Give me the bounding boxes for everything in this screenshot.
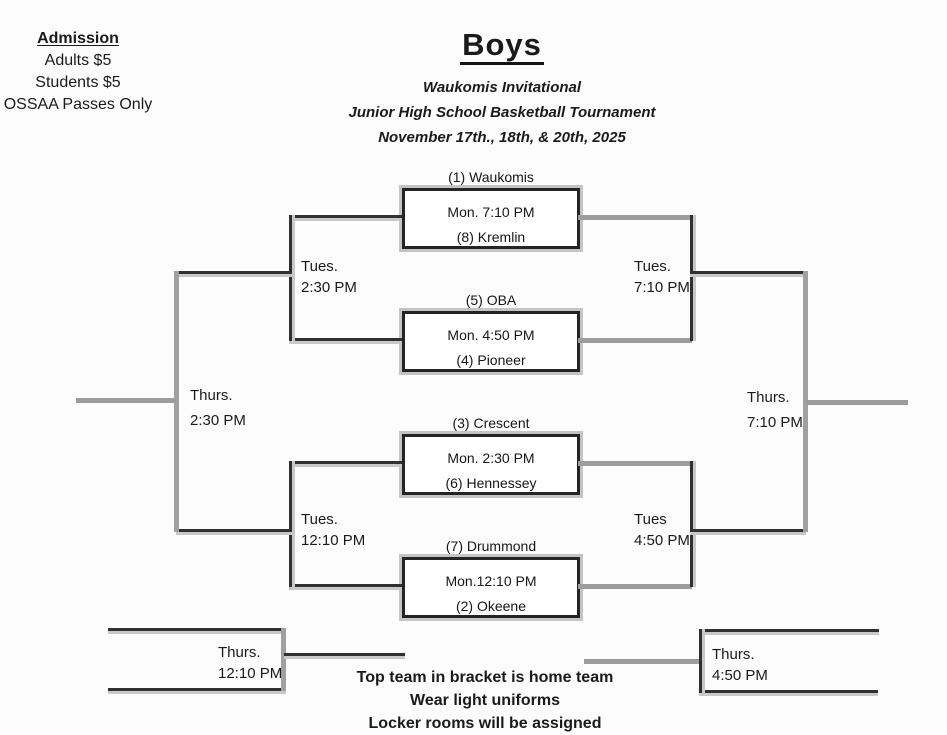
- matchup-game-2: (5) OBA Mon. 4:50 PM (4) Pioneer: [399, 292, 583, 375]
- admission-title: Admission: [37, 30, 119, 47]
- tournament-subtitle: Junior High School Basketball Tournament: [348, 104, 656, 121]
- bracket-line: [803, 271, 808, 532]
- round-label-right-lower-semi: Tues 4:50 PM: [634, 511, 690, 549]
- seed-bottom-label: (2) Okeene: [455, 598, 527, 614]
- bracket-line: [289, 215, 292, 341]
- seed-top-label: (1) Waukomis: [448, 169, 534, 185]
- bracket-line: [578, 461, 692, 466]
- admission-line: Students $5: [35, 74, 121, 91]
- seed-top-label: (3) Crescent: [452, 415, 530, 431]
- bracket-line: [578, 338, 692, 343]
- seed-bottom-label: (8) Kremlin: [456, 229, 526, 245]
- seed-bottom-label: (6) Hennessey: [445, 475, 537, 491]
- bracket-line: [699, 629, 702, 693]
- matchup-game-1: (1) Waukomis Mon. 7:10 PM (8) Kremlin: [399, 169, 583, 252]
- bracket-line: [289, 338, 402, 341]
- matchup-game-3: (3) Crescent Mon. 2:30 PM (6) Hennessey: [399, 415, 583, 498]
- round-label-right-final: Thurs. 7:10 PM: [747, 389, 803, 431]
- bracket-line: [289, 215, 402, 218]
- round-label-left-lower-semi: Tues. 12:10 PM: [301, 511, 366, 549]
- bracket-line: [281, 628, 286, 691]
- bracket-line: [699, 690, 878, 693]
- bracket-line: [174, 271, 179, 532]
- note-line: Top team in bracket is home team: [356, 669, 614, 686]
- game-time: Mon. 2:30 PM: [447, 450, 535, 466]
- bracket-line: [690, 461, 693, 587]
- bracket-line: [289, 584, 402, 587]
- bracket-line: [690, 529, 806, 532]
- bracket-line: [578, 584, 692, 589]
- bracket-line: [690, 215, 693, 341]
- tournament-dates: November 17th., 18th, & 20th, 2025: [378, 129, 626, 146]
- tournament-notes: Top team in bracket is home team Wear li…: [325, 666, 645, 735]
- matchup-game-4: (7) Drummond Mon.12:10 PM (2) Okeene: [399, 538, 583, 621]
- bracket-line: [578, 215, 692, 220]
- bracket-line: [699, 629, 879, 632]
- bracket-line: [690, 271, 806, 274]
- admission-line: OSSAA Passes Only: [3, 96, 153, 113]
- bracket-line: [584, 659, 699, 664]
- round-label-bottom-left-game: Thurs. 12:10 PM: [218, 644, 283, 682]
- seed-top-label: (7) Drummond: [445, 538, 537, 554]
- round-label-left-upper-semi: Tues. 2:30 PM: [301, 258, 357, 296]
- game-time: Mon. 7:10 PM: [447, 204, 535, 220]
- bracket-line: [176, 271, 292, 274]
- bracket-line: [289, 461, 402, 464]
- bracket-line: [108, 688, 286, 691]
- round-label-left-final: Thurs. 2:30 PM: [190, 387, 246, 429]
- bracket-line: [806, 400, 908, 405]
- tournament-name: Waukomis Invitational: [422, 79, 582, 96]
- note-line: Locker rooms will be assigned: [368, 715, 602, 732]
- bracket-line: [176, 529, 292, 532]
- tournament-header: Boys Waukomis Invitational Junior High S…: [332, 26, 672, 150]
- admission-line: Adults $5: [44, 52, 112, 69]
- page-title: Boys: [332, 26, 672, 65]
- seed-bottom-label: (4) Pioneer: [456, 352, 526, 368]
- admission-info: Admission Adults $5 Students $5 OSSAA Pa…: [2, 28, 154, 116]
- bracket-line: [284, 653, 405, 656]
- bracket-line: [76, 398, 176, 403]
- round-label-right-upper-semi: Tues. 7:10 PM: [634, 258, 690, 296]
- note-line: Wear light uniforms: [410, 692, 560, 709]
- game-time: Mon.12:10 PM: [445, 573, 537, 589]
- round-label-bottom-right-game: Thurs. 4:50 PM: [712, 646, 768, 684]
- bracket-line: [108, 628, 286, 631]
- game-time: Mon. 4:50 PM: [447, 327, 535, 343]
- bracket-line: [289, 461, 292, 587]
- seed-top-label: (5) OBA: [465, 292, 517, 308]
